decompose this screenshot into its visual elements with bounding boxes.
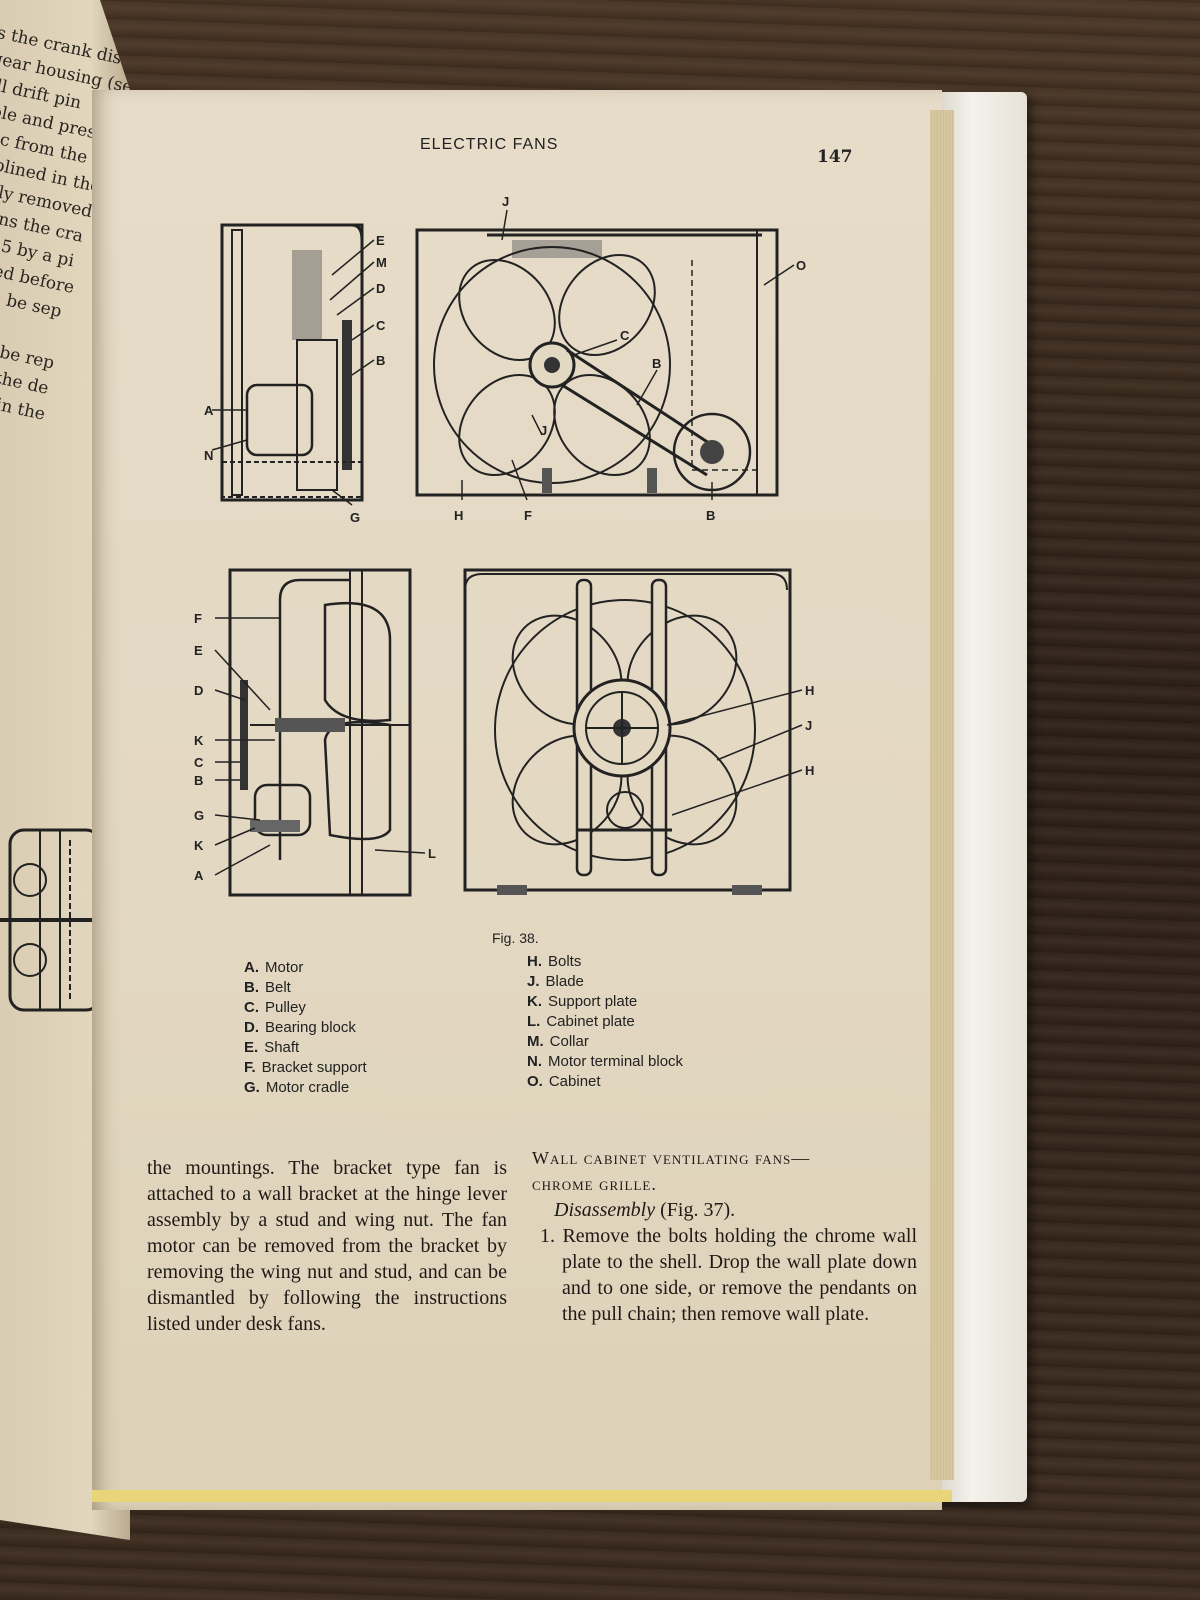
page-number: 147 (817, 147, 853, 167)
legend-item: A.Motor (244, 959, 304, 976)
front-view-bottom-diagram: H J H (463, 568, 814, 895)
label-b-front: B (706, 508, 715, 523)
label-g-side: G (194, 808, 204, 823)
label-b: B (376, 353, 385, 368)
label-j-blade: J (540, 423, 547, 438)
figure-caption: Fig. 38. (492, 930, 539, 946)
label-c: C (376, 318, 386, 333)
label-a-side: A (194, 868, 204, 883)
legend-right-column: H.Bolts J.Blade K.Support plate L.Cabine… (527, 952, 683, 1092)
label-k-side: K (194, 733, 204, 748)
legend-item: J.Blade (527, 973, 584, 990)
book-page: ELECTRIC FANS 147 A N E M D C B G (92, 90, 942, 1510)
label-b-belt: B (652, 356, 661, 371)
label-b-side: B (194, 773, 203, 788)
front-view-top-diagram: J O C B J H F B (415, 194, 806, 523)
label-m: M (376, 255, 387, 270)
label-c-side: C (194, 755, 204, 770)
page-bottom-edge (92, 1490, 952, 1502)
disassembly-step: 1. Remove the bolts holding the chrome w… (540, 1225, 917, 1325)
disassembly-subheading: Disassembly (Fig. 37). (554, 1199, 736, 1221)
label-e-side: E (194, 643, 203, 658)
label-j-bottom: J (805, 718, 812, 733)
body-left-column: the mountings. The bracket type fan is a… (147, 1157, 507, 1335)
legend-left-column: A.Motor B.Belt C.Pulley D.Bearing block … (244, 958, 367, 1098)
label-o: O (796, 258, 806, 273)
label-h-front: H (454, 508, 463, 523)
legend-item: E.Shaft (244, 1039, 300, 1056)
legend-item: B.Belt (244, 979, 291, 996)
legend-item: G.Motor cradle (244, 1079, 350, 1096)
label-f-front: F (524, 508, 532, 523)
label-k2-side: K (194, 838, 204, 853)
label-g: G (350, 510, 360, 525)
label-f-side: F (194, 611, 202, 626)
legend-item: M.Collar (527, 1033, 589, 1050)
label-n: N (204, 448, 213, 463)
legend-item: H.Bolts (527, 953, 582, 970)
legend-item: O.Cabinet (527, 1073, 601, 1090)
page-edges (930, 110, 954, 1480)
legend-item: L.Cabinet plate (527, 1013, 635, 1030)
label-d: D (376, 281, 385, 296)
side-view-bottom-diagram: F E D K C B G K A L (194, 568, 436, 897)
body-right-column: Wall cabinet ventilating fans— chrome gr… (532, 1145, 917, 1327)
label-d-side: D (194, 683, 203, 698)
legend-item: F.Bracket support (244, 1059, 367, 1076)
side-view-top-diagram: A N E M D C B G (204, 223, 387, 525)
label-a: A (204, 403, 214, 418)
legend-item: C.Pulley (244, 999, 306, 1016)
label-j-top: J (502, 194, 509, 209)
label-e: E (376, 233, 385, 248)
label-h-bolts: H (805, 683, 814, 698)
label-h-bolts-2: H (805, 763, 814, 778)
label-l: L (428, 846, 436, 861)
section-heading: Wall cabinet ventilating fans— chrome gr… (532, 1148, 811, 1194)
running-header: ELECTRIC FANS (420, 136, 559, 153)
legend-item: D.Bearing block (244, 1019, 356, 1036)
legend-item: N.Motor terminal block (527, 1053, 684, 1070)
label-c-front: C (620, 328, 630, 343)
left-page-motor-diagram (0, 828, 110, 1012)
legend-item: K.Support plate (527, 993, 638, 1010)
